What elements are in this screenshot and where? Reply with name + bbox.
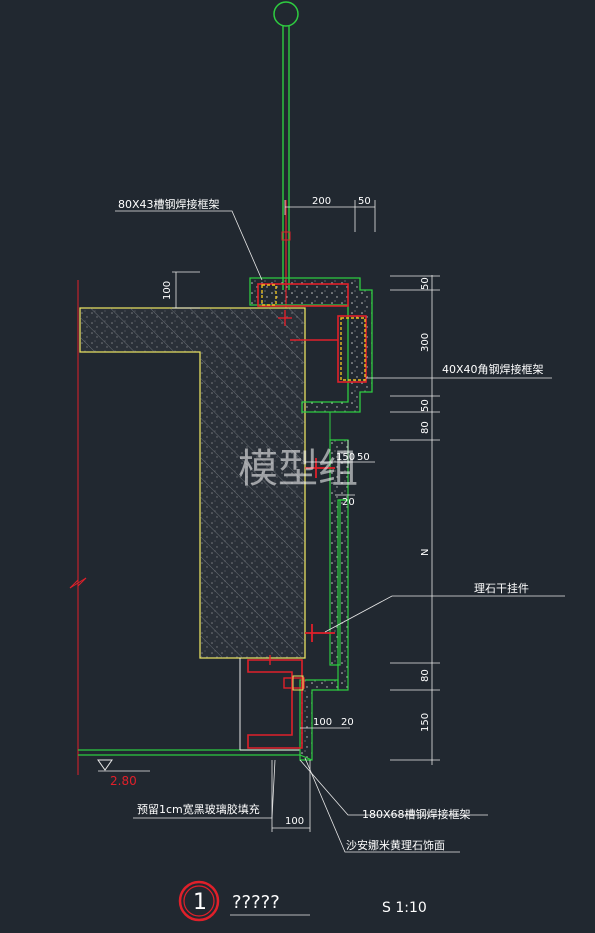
watermark: 模型组: [238, 446, 358, 492]
label-angle-frame: 40X40角钢焊接框架: [442, 362, 544, 376]
title-name: ?????: [232, 892, 280, 913]
dim-50b: 50: [357, 452, 370, 463]
title-scale: S 1:10: [382, 900, 427, 916]
top-channel-frame: [249, 277, 373, 413]
dim-150: 150: [336, 452, 355, 463]
title-number: 1: [193, 890, 207, 915]
dim-100-mid: 100: [313, 717, 332, 728]
label-pendant: 理石干挂件: [474, 581, 529, 595]
dim-right-50b: 50: [420, 399, 431, 412]
dim-100-bottom: 100: [285, 816, 304, 827]
dim-right-50a: 50: [420, 277, 431, 290]
label-bottom-channel: 180X68槽钢焊接框架: [362, 807, 471, 821]
right-dimension-chain: [390, 275, 440, 765]
dim-right-80a: 80: [420, 421, 431, 434]
pole: [273, 1, 299, 310]
dim-right-300: 300: [420, 333, 431, 352]
dim-right-150: 150: [420, 713, 431, 732]
dim-20b: 20: [341, 717, 354, 728]
dim-right-N: N: [420, 549, 431, 556]
leader-lines: [115, 210, 565, 853]
dim-20a: 20: [342, 497, 355, 508]
floor-lines: [78, 658, 300, 756]
level-marker: [97, 759, 150, 772]
anchor-pendants: [305, 458, 335, 642]
label-stone: 沙安娜米黄理石饰面: [346, 838, 445, 852]
level-value: 2.80: [110, 774, 137, 788]
dim-50a: 50: [358, 196, 371, 207]
dim-200: 200: [312, 196, 331, 207]
dim-right-80b: 80: [420, 669, 431, 682]
stone-cladding: [299, 412, 349, 761]
label-top-channel: 80X43槽钢焊接框架: [118, 197, 220, 211]
title-block: [178, 880, 310, 922]
concrete-structure: [69, 280, 306, 775]
label-glue: 预留1cm宽黑玻璃胶填充: [137, 802, 260, 816]
bottom-channel-frame: [247, 655, 305, 749]
dim-100-top: 100: [162, 281, 173, 300]
